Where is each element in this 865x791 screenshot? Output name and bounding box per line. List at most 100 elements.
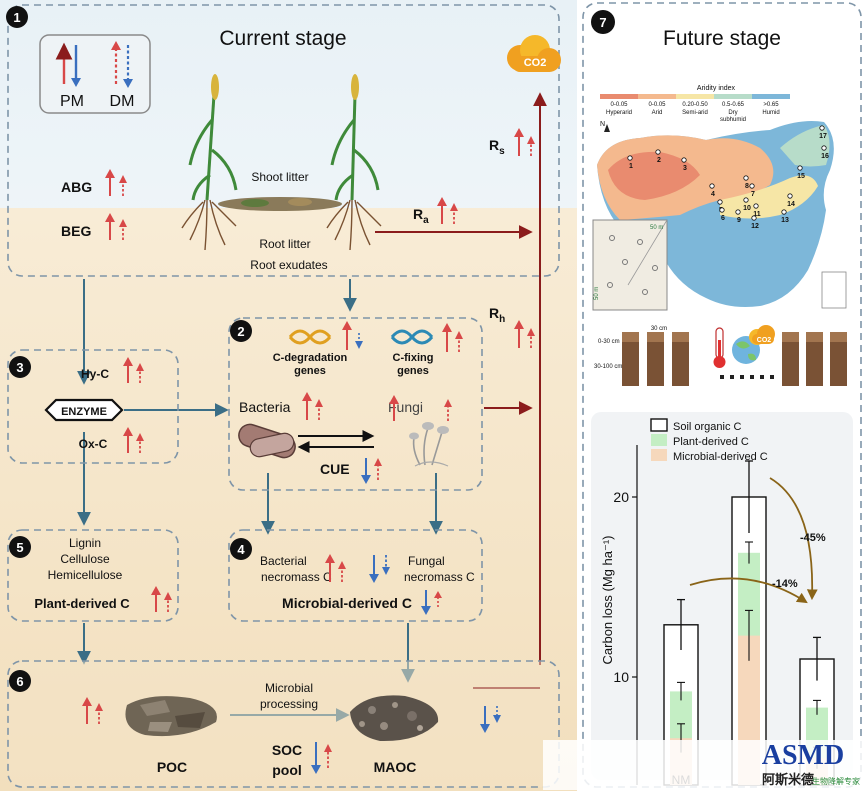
beg-up-arrows-icon (105, 213, 127, 240)
microbial-derived-arrows-icon (421, 590, 442, 615)
bacteria-label: Bacteria (239, 399, 291, 415)
rs-label: Rs (489, 137, 505, 157)
wheat-plant-right-icon (326, 74, 382, 251)
bacterial-label: Bacterial (260, 554, 307, 568)
legend-swatch (651, 434, 667, 446)
fungal-label: Fungal (408, 554, 445, 568)
panel-5-frame (7, 529, 179, 622)
processing-label: processing (260, 697, 318, 711)
watermark-band (543, 740, 863, 790)
site-label: 16 (821, 153, 829, 160)
dm-arrow-icon (111, 41, 133, 88)
future-stage-title: Future stage (663, 27, 781, 50)
site-marker (787, 193, 793, 199)
poc-particles-icon (125, 696, 217, 737)
cue-label: CUE (320, 461, 350, 477)
enzyme-badge (44, 398, 124, 422)
site-label: 15 (797, 173, 805, 180)
aridity-swatch (638, 94, 676, 99)
bacteria-cells-icon (238, 423, 296, 459)
site-marker (655, 149, 661, 155)
map-sites: 1234567891011121314151617 (627, 125, 829, 230)
watermark-tagline: 生物降解专家 (812, 776, 860, 786)
legend-label: Soil organic C (673, 421, 742, 433)
panel-3-badge (9, 356, 31, 378)
watermark-text: 阿斯米德 (762, 772, 814, 787)
aridity-swatch (752, 94, 790, 99)
current-stage-title: Current stage (219, 27, 346, 50)
panel-7-frame (582, 2, 862, 788)
site-label: 13 (781, 217, 789, 224)
aridity-range-label: >0.65 (763, 102, 779, 108)
co2-cloud-icon (507, 35, 561, 72)
panel-4-number: 4 (237, 542, 245, 557)
south-china-sea-inset (821, 271, 847, 309)
panel-2-number: 2 (237, 324, 244, 339)
watermark-logo: ASMD (762, 740, 844, 771)
plant-derived-arrows-icon (151, 586, 172, 612)
chart-card (591, 412, 853, 780)
annotation-label-45: -45% (800, 532, 826, 544)
core-width-label: 30 cm (651, 326, 667, 332)
aridity-class-label: Humid (762, 110, 779, 116)
site-marker (821, 145, 827, 151)
aridity-class-label: subhumid (720, 117, 746, 123)
c-fixing-genes-label: genes (397, 365, 429, 377)
site-marker (743, 175, 749, 181)
cellulose-label: Cellulose (60, 552, 110, 566)
bacterial-necromass-label: necromass C (261, 570, 332, 584)
c-degradation-label: C-degradation (273, 352, 348, 364)
site-label: 17 (819, 133, 827, 140)
shoot-litter-label: Shoot litter (251, 170, 308, 184)
root-litter-label: Root litter (259, 237, 310, 251)
c-fixing-arrows-icon (442, 323, 463, 352)
litter-layer-icon (218, 197, 342, 211)
rh-up-arrows-icon (514, 320, 535, 348)
aridity-legend-title: Aridity index (697, 85, 736, 92)
aridity-range-label: 0.5-0.65 (722, 102, 745, 108)
cue-arrows-icon (361, 458, 382, 484)
annotation-label-14: -14% (772, 578, 798, 590)
site-label: 11 (753, 211, 761, 218)
rh-label: Rh (489, 305, 505, 325)
panel-1-number: 1 (13, 10, 20, 25)
plant-derived-c-label: Plant-derived C (34, 596, 130, 611)
aridity-class-label: Dry (728, 110, 737, 116)
site-label: 9 (737, 217, 741, 224)
north-arrow-icon (604, 124, 610, 132)
rs-up-arrows-icon (514, 128, 535, 156)
site-label: 6 (721, 215, 725, 222)
panel-2-badge (230, 320, 252, 342)
legend-swatch (651, 449, 667, 461)
ox-c-arrows-icon (123, 427, 144, 453)
abg-label: ABG (61, 179, 92, 195)
lignin-label: Lignin (69, 536, 101, 550)
aridity-class-label: Hyperarid (606, 110, 632, 116)
site-label: 8 (745, 183, 749, 190)
panel-1-frame (7, 4, 560, 277)
ox-c-label: Ox-C (79, 437, 108, 451)
panel-3-number: 3 (16, 360, 23, 375)
panel-4-badge (230, 538, 252, 560)
panel-2-frame (228, 317, 483, 491)
y-tick-label: 20 (613, 489, 629, 505)
ra-label: Ra (413, 206, 429, 226)
future-co2-cloud-icon (749, 325, 775, 345)
site-label: 7 (751, 191, 755, 198)
warming-dots-icon (720, 375, 774, 379)
wheat-plant-left-icon (181, 74, 238, 251)
aridity-range-label: 0-0.05 (648, 102, 666, 108)
inset-scale-label: 50 m (650, 225, 663, 231)
aridity-range-label: 0-0.05 (610, 102, 628, 108)
ra-up-arrows-icon (437, 197, 458, 224)
bacterial-necromass-arrows-icon (325, 554, 346, 582)
site-marker (797, 165, 803, 171)
panel-6-badge (9, 670, 31, 692)
site-marker (751, 215, 757, 221)
abg-up-arrows-icon (105, 169, 127, 196)
root-exudates-label: Root exudates (250, 258, 327, 272)
site-label: 2 (657, 157, 661, 164)
legend-swatch (650, 418, 668, 432)
soil-cores-left-icon (622, 332, 689, 386)
